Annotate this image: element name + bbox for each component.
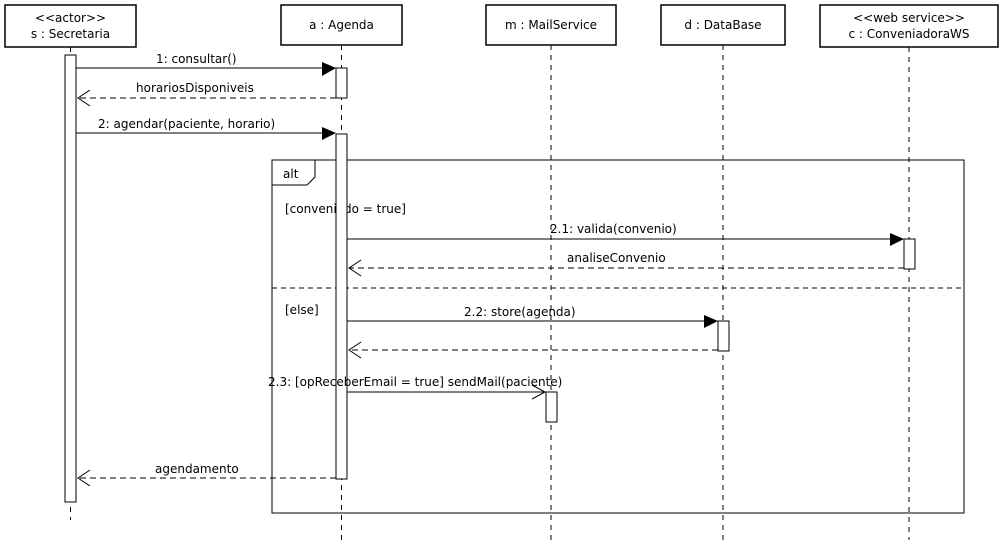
participant-database: d : DataBase (660, 4, 786, 46)
message-label: analiseConvenio (567, 251, 666, 265)
message-label: 2.2: store(agenda) (464, 305, 576, 319)
participant-mailservice: m : MailService (485, 4, 617, 46)
activation-agenda-1 (335, 67, 348, 99)
message-horarios-disponiveis: horariosDisponiveis (77, 81, 336, 107)
fragment-operator: alt (283, 167, 299, 181)
activation-secretaria (64, 54, 77, 503)
participant-name: a : Agenda (309, 18, 374, 32)
guard-else: [else] (285, 303, 319, 317)
message-send-mail: 2.3: [opReceberEmail = true] sendMail(pa… (268, 375, 562, 400)
participant-name: c : ConveniadoraWS (848, 27, 969, 41)
participant-stereotype: <<web service>> (853, 11, 965, 25)
filled-arrowhead-icon (322, 127, 336, 140)
activation-conveniadora (903, 238, 916, 270)
message-valida: 2.1: valida(convenio) (347, 222, 904, 246)
participant-name: s : Secretaria (31, 27, 110, 41)
filled-arrowhead-icon (704, 315, 718, 328)
participant-conveniadora: <<web service>> c : ConveniadoraWS (819, 4, 999, 48)
participant-stereotype: <<actor>> (35, 11, 106, 25)
message-store: 2.2: store(agenda) (347, 305, 718, 328)
participant-agenda: a : Agenda (280, 4, 403, 46)
participant-secretaria: <<actor>> s : Secretaria (4, 4, 137, 48)
participant-name: d : DataBase (684, 18, 761, 32)
participant-name: m : MailService (505, 18, 597, 32)
message-label: 2.3: [opReceberEmail = true] sendMail(pa… (268, 375, 562, 389)
message-label: 1: consultar() (156, 52, 237, 66)
message-label: 2.1: valida(convenio) (550, 222, 677, 236)
message-label: 2: agendar(paciente, horario) (98, 117, 275, 131)
message-analise-convenio: analiseConvenio (348, 251, 904, 277)
filled-arrowhead-icon (322, 62, 336, 76)
open-arrowhead-icon (531, 384, 547, 400)
message-store-return (348, 341, 718, 359)
activation-database (717, 320, 730, 352)
alt-fragment: alt [conveniado = true] [else] (271, 159, 965, 514)
activation-agenda-2 (335, 133, 348, 480)
message-agendamento: agendamento (77, 462, 336, 487)
message-label: horariosDisponiveis (136, 81, 254, 95)
open-arrowhead-icon (77, 469, 91, 487)
activation-mailservice (545, 391, 558, 423)
filled-arrowhead-icon (890, 233, 904, 246)
message-agendar: 2: agendar(paciente, horario) (76, 117, 336, 140)
open-arrowhead-icon (348, 341, 362, 359)
open-arrowhead-icon (348, 259, 362, 277)
message-label: agendamento (155, 462, 239, 476)
message-consultar: 1: consultar() (76, 52, 336, 76)
open-arrowhead-icon (77, 89, 91, 107)
